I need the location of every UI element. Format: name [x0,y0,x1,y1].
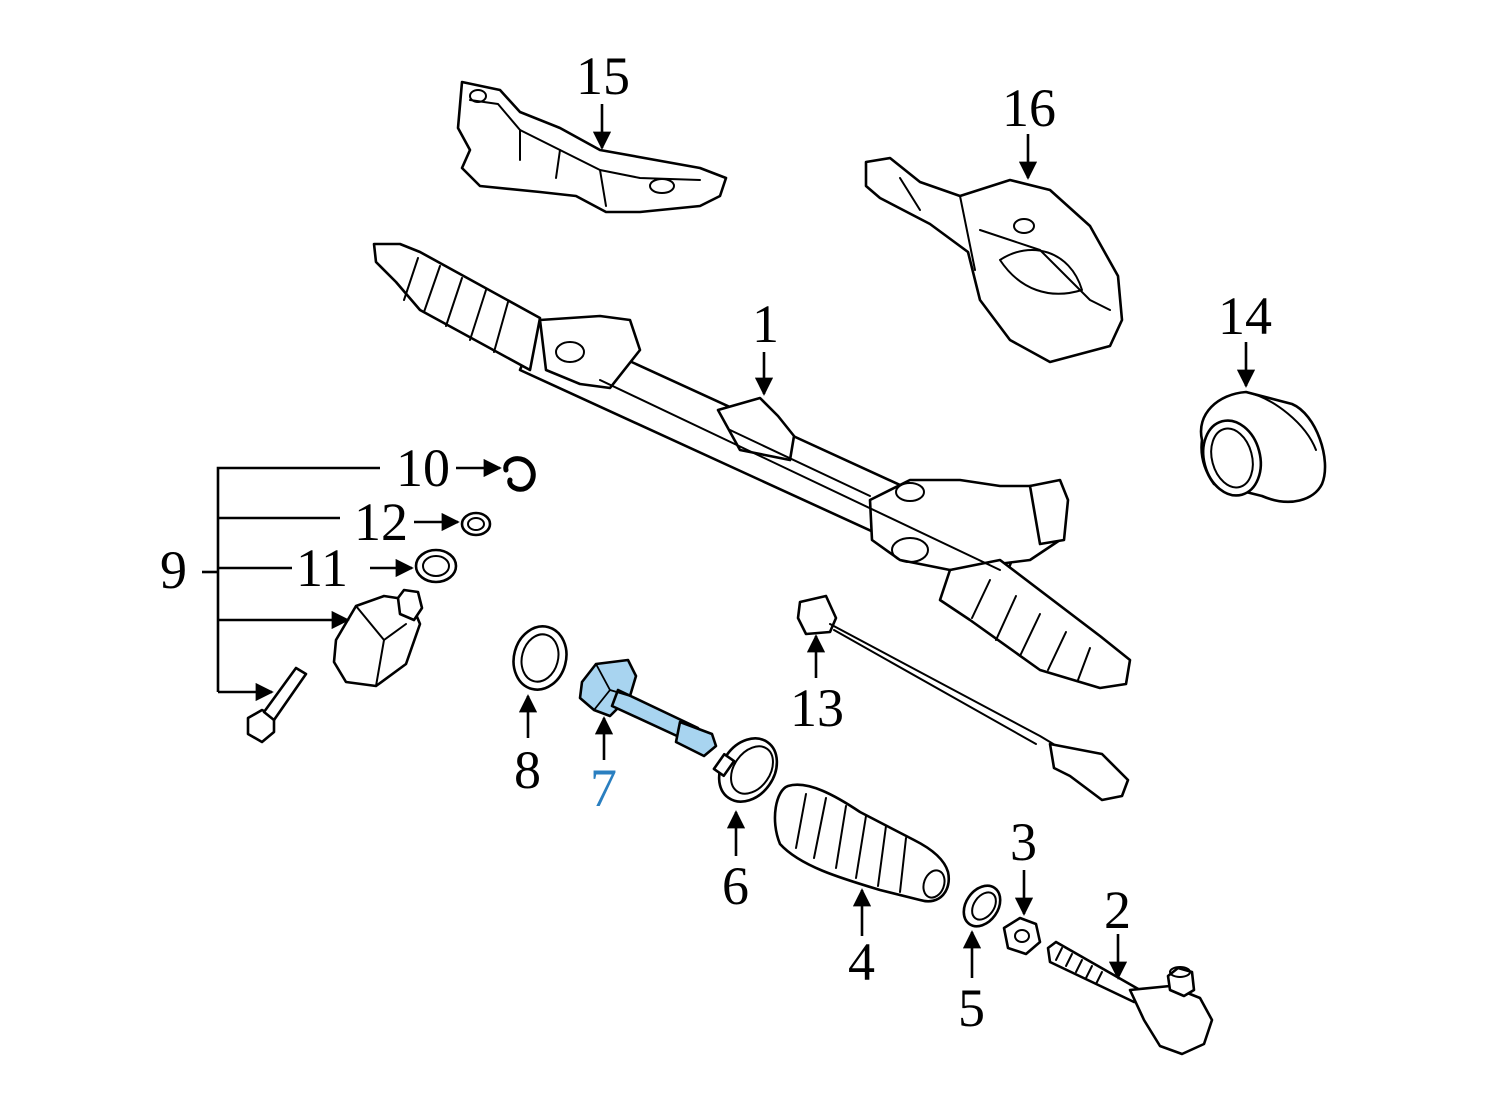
part-10-snap-ring[interactable] [503,456,536,492]
part-6-clamp[interactable] [707,727,789,813]
part-3-nut[interactable] [1002,916,1042,956]
callout-6[interactable]: 6 [722,856,749,916]
part-9-valve[interactable] [332,588,424,688]
callout-13[interactable]: 13 [790,678,844,738]
part-9-bolt[interactable] [246,666,308,744]
callout-16[interactable]: 16 [1002,78,1056,138]
part-14-dust-cap[interactable] [1195,390,1327,504]
callout-7[interactable]: 7 [590,758,617,818]
callout-14[interactable]: 14 [1218,286,1272,346]
leader-lines [202,104,1256,980]
callout-9[interactable]: 9 [160,540,187,600]
callout-12[interactable]: 12 [354,492,408,552]
part-2-tie-rod-end[interactable] [1046,940,1214,1056]
part-4-boot[interactable] [773,783,951,903]
part-1-steering-rack[interactable] [372,242,1132,690]
part-16-heat-shield[interactable] [864,156,1124,364]
callout-11[interactable]: 11 [296,538,348,598]
part-15-heat-shield[interactable] [456,80,728,214]
callout-8[interactable]: 8 [514,740,541,800]
callout-15[interactable]: 15 [576,46,630,106]
callout-labels: 15 16 1 14 10 12 11 9 8 7 13 6 4 5 3 2 [160,46,1272,1038]
part-5-clamp[interactable] [956,879,1007,933]
callout-3[interactable]: 3 [1010,812,1037,872]
callout-10[interactable]: 10 [396,438,450,498]
part-8-seal-ring[interactable] [507,620,574,695]
callout-4[interactable]: 4 [848,932,875,992]
part-12-o-ring[interactable] [460,511,492,537]
callout-1[interactable]: 1 [752,294,779,354]
part-7-inner-tie-rod[interactable] [578,658,718,758]
callout-2[interactable]: 2 [1104,880,1131,940]
part-11-seal[interactable] [414,548,458,584]
callout-5[interactable]: 5 [958,978,985,1038]
part-13-sensor-cable[interactable] [796,594,1130,802]
